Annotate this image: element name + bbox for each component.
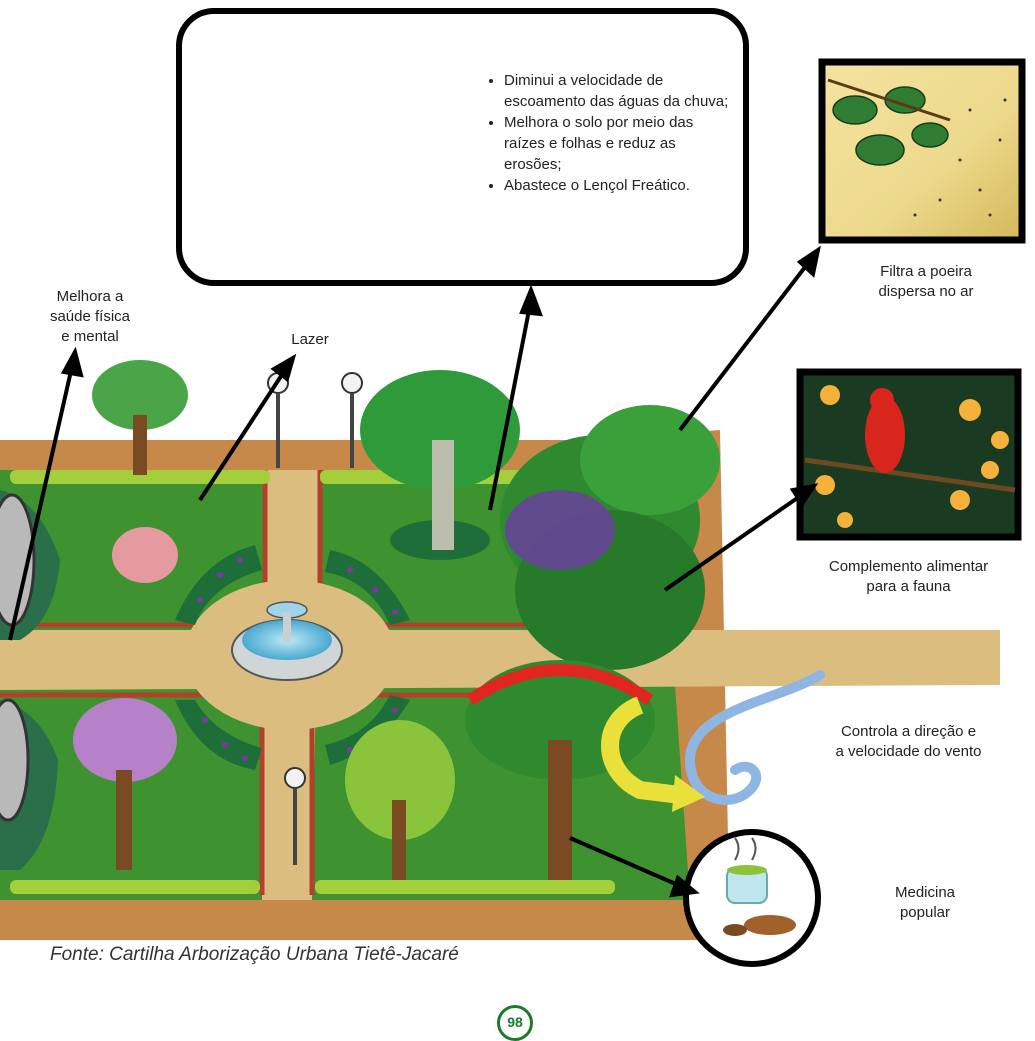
health-label: Melhora a saúde física e mental (20, 287, 160, 347)
rain-benefits-list: Diminui a velocidade de escoamento das á… (486, 70, 736, 196)
benefit-item: Diminui a velocidade de escoamento das á… (504, 70, 736, 112)
food-label: Complemento alimentar para a fauna (796, 557, 1021, 597)
benefit-item: Abastece o Lençol Freático. (504, 175, 736, 196)
wind-label: Controla a direção e a velocidade do ven… (796, 722, 1021, 762)
fauna-food-panel (800, 372, 1018, 537)
dust-filter-panel (822, 62, 1022, 240)
dust-label: Filtra a poeira dispersa no ar (836, 262, 1016, 302)
leisure-label: Lazer (270, 330, 350, 350)
page-number: 98 (497, 1005, 533, 1041)
medicine-panel (686, 832, 818, 964)
benefit-item: Melhora o solo por meio das raízes e fol… (504, 112, 736, 175)
source-caption: Fonte: Cartilha Arborização Urbana Tietê… (50, 944, 459, 966)
medicine-label: Medicina popular (875, 883, 975, 923)
